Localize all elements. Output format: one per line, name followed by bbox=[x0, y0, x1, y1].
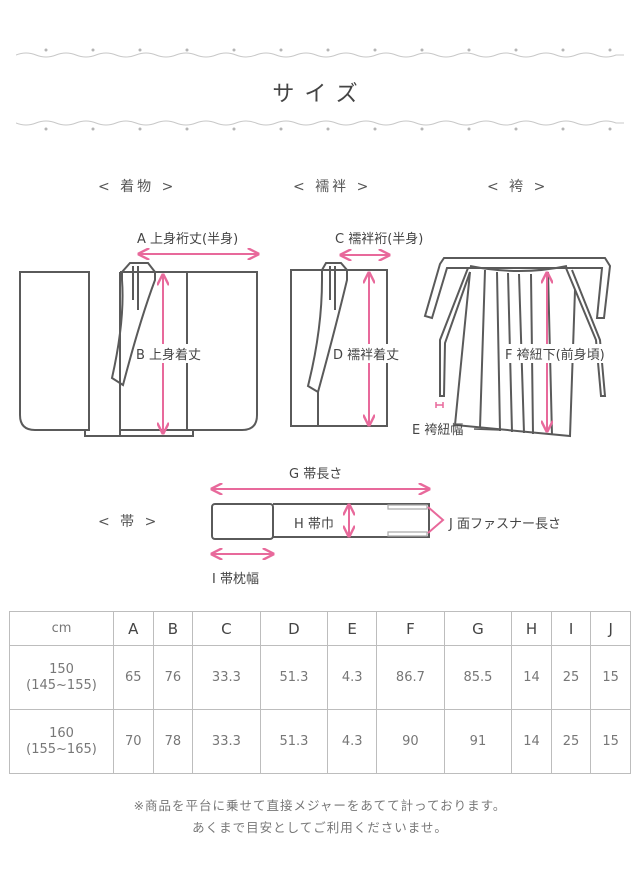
label-c: C 襦袢裄(半身) bbox=[335, 232, 424, 247]
section-label-obi: < 帯 > bbox=[98, 514, 160, 530]
label-d: D 襦袢着丈 bbox=[333, 344, 400, 363]
measure-bracket-j bbox=[427, 506, 445, 534]
size-table: cm A B C D E F G H I J 150 (145~155) 65 … bbox=[9, 611, 631, 774]
table-cell: 4.3 bbox=[327, 709, 378, 774]
measure-arrow-e bbox=[435, 402, 444, 408]
table-row: 150 (145~155) 65 76 33.3 51.3 4.3 86.7 8… bbox=[9, 645, 631, 710]
table-cell: 90 bbox=[376, 709, 445, 774]
label-g: G 帯長さ bbox=[289, 467, 343, 482]
table-cell: 14 bbox=[511, 709, 552, 774]
table-cell: 85.5 bbox=[443, 645, 513, 710]
section-label-juban: < 襦袢 > bbox=[293, 179, 372, 195]
table-cell: 65 bbox=[113, 645, 154, 710]
label-h: H 帯巾 bbox=[294, 517, 334, 532]
header-col: B bbox=[152, 611, 194, 646]
kimono-diagram bbox=[19, 262, 258, 437]
top-ornament-border bbox=[16, 48, 624, 58]
label-j: J 面ファスナー長さ bbox=[449, 517, 561, 532]
table-cell: 4.3 bbox=[327, 645, 378, 710]
table-row: 160 (155~165) 70 78 33.3 51.3 4.3 90 91 … bbox=[9, 709, 631, 774]
table-cell: 15 bbox=[590, 645, 631, 710]
table-cell: 51.3 bbox=[259, 645, 329, 710]
header-col: I bbox=[550, 611, 592, 646]
table-cell: 70 bbox=[113, 709, 154, 774]
label-i: I 帯枕幅 bbox=[212, 572, 259, 587]
header-col: C bbox=[192, 611, 261, 646]
table-header-row: cm A B C D E F G H I J bbox=[9, 611, 631, 646]
label-f: F 袴紐下(前身頃) bbox=[505, 344, 605, 363]
table-cell: 33.3 bbox=[192, 709, 261, 774]
table-cell: 78 bbox=[152, 709, 194, 774]
header-col: A bbox=[113, 611, 154, 646]
note-line-2: あくまで目安としてご利用くださいませ。 bbox=[192, 820, 448, 835]
row-range: (155~165) bbox=[26, 741, 97, 757]
row-size: 160 bbox=[49, 725, 74, 741]
table-cell: 86.7 bbox=[376, 645, 445, 710]
table-cell: 25 bbox=[550, 645, 592, 710]
header-col: G bbox=[443, 611, 513, 646]
note-line-1: ※商品を平台に乗せて直接メジャーをあてて計っております。 bbox=[133, 798, 507, 813]
section-label-hakama: < 袴 > bbox=[487, 179, 549, 195]
row-header: 160 (155~165) bbox=[9, 709, 114, 774]
bottom-ornament-border bbox=[16, 120, 624, 131]
header-col: H bbox=[511, 611, 552, 646]
label-a: A 上身裄丈(半身) bbox=[137, 232, 239, 247]
header-col: F bbox=[376, 611, 445, 646]
row-range: (145~155) bbox=[26, 677, 97, 693]
garment-diagrams bbox=[19, 0, 612, 600]
table-cell: 33.3 bbox=[192, 645, 261, 710]
label-b: B 上身着丈 bbox=[136, 344, 202, 363]
table-cell: 15 bbox=[590, 709, 631, 774]
juban-diagram bbox=[290, 262, 388, 427]
row-size: 150 bbox=[49, 661, 74, 677]
table-cell: 25 bbox=[550, 709, 592, 774]
page-title: サイズ bbox=[272, 82, 368, 107]
header-col: D bbox=[259, 611, 329, 646]
section-label-kimono: < 着物 > bbox=[98, 179, 177, 195]
table-cell: 51.3 bbox=[259, 709, 329, 774]
row-header: 150 (145~155) bbox=[9, 645, 114, 710]
header-unit: cm bbox=[9, 611, 114, 646]
header-col: E bbox=[327, 611, 378, 646]
table-cell: 91 bbox=[443, 709, 513, 774]
label-e: E 袴紐幅 bbox=[412, 423, 464, 438]
header-col: J bbox=[590, 611, 631, 646]
table-cell: 14 bbox=[511, 645, 552, 710]
table-cell: 76 bbox=[152, 645, 194, 710]
